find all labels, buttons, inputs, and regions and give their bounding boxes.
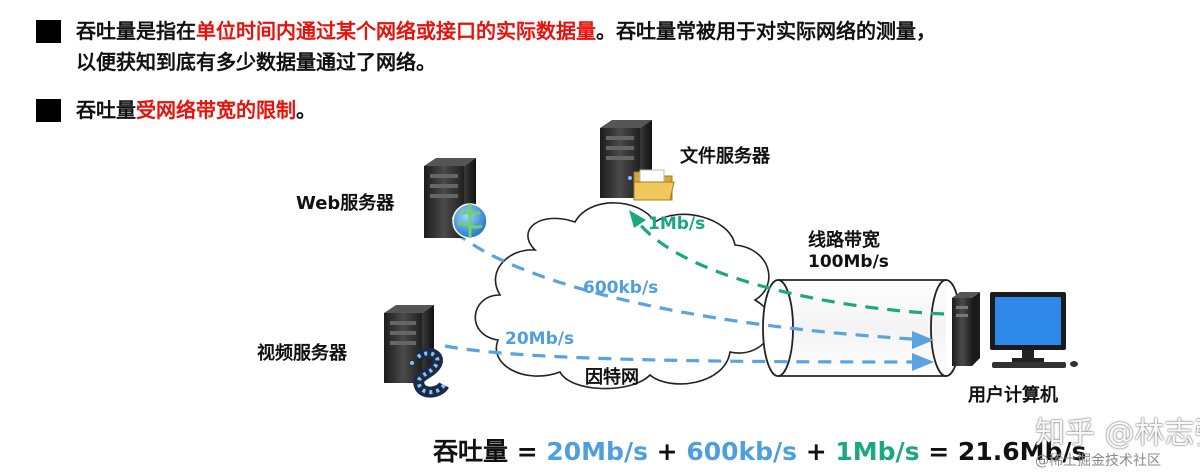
watermark-juejin: @稀土掘金技术社区 xyxy=(1035,453,1161,469)
video-server-label: 视频服务器 xyxy=(257,343,347,364)
bullet1-text-end: 。吞吐量常被用于对实际网络的测量， xyxy=(596,19,936,43)
formula-result: = 21.6Mb/s xyxy=(919,437,1087,466)
rate-web-label: 600kb/s xyxy=(583,278,659,298)
flow-file xyxy=(629,210,945,316)
bullet1-line2: 以便获知到底有多少数据量通过了网络。 xyxy=(76,50,436,74)
film-strip-icon xyxy=(413,347,449,398)
bullet1-text-start: 吞吐量是指在 xyxy=(76,19,196,43)
mouse-icon xyxy=(1070,361,1078,367)
formula-web-rate: 600kb/s xyxy=(686,437,798,466)
bullet2-text-end: 。 xyxy=(296,98,316,122)
internet-label: 因特网 xyxy=(585,367,639,388)
internet-cloud xyxy=(474,202,773,390)
flow-video xyxy=(444,344,934,371)
formula-prefix: 吞吐量 xyxy=(433,437,509,466)
file-server-icon xyxy=(600,120,675,201)
bullet2-text-start: 吞吐量 xyxy=(76,98,136,122)
formula-eq: = xyxy=(508,437,547,466)
formula-plus-1: + xyxy=(647,437,687,466)
bullet1-highlight: 单位时间内通过某个网络或接口的实际数据量 xyxy=(196,19,596,43)
formula-file-rate: 1Mb/s xyxy=(835,437,920,466)
bullet-square xyxy=(36,20,61,43)
folder-icon xyxy=(633,169,675,201)
flow-web xyxy=(453,230,934,349)
watermark-zhihu: 知乎 @林志强 xyxy=(1035,416,1200,451)
user-computer-icon xyxy=(952,292,1078,368)
bullet-throughput-definition: 吞吐量是指在单位时间内通过某个网络或接口的实际数据量。吞吐量常被用于对实际网络的… xyxy=(36,16,1186,78)
web-server-icon xyxy=(424,158,488,239)
bullet-square xyxy=(36,99,61,122)
monitor-screen xyxy=(995,297,1061,345)
formula-plus-2: + xyxy=(797,437,836,466)
rate-video-label: 20Mb/s xyxy=(505,329,575,349)
arrowhead xyxy=(629,210,646,228)
arrowhead xyxy=(912,353,934,371)
throughput-formula: 吞吐量 = 20Mb/s + 600kb/s + 1Mb/s = 21.6Mb/… xyxy=(433,432,1086,468)
arrowhead xyxy=(912,331,934,349)
rate-file-label: 1Mb/s xyxy=(648,214,706,234)
bullet2-highlight: 受网络带宽的限制 xyxy=(136,98,296,122)
formula-video-rate: 20Mb/s xyxy=(546,437,648,466)
file-server-label: 文件服务器 xyxy=(680,146,770,167)
web-server-label: Web服务器 xyxy=(296,193,395,214)
bandwidth-label: 线路带宽 xyxy=(808,230,880,251)
bullet-throughput-limit: 吞吐量受网络带宽的限制。 xyxy=(36,95,1186,126)
keyboard-icon xyxy=(992,362,1066,368)
video-server-icon xyxy=(384,305,449,398)
bandwidth-value: 100Mb/s xyxy=(808,252,889,272)
user-computer-label: 用户计算机 xyxy=(968,385,1058,406)
